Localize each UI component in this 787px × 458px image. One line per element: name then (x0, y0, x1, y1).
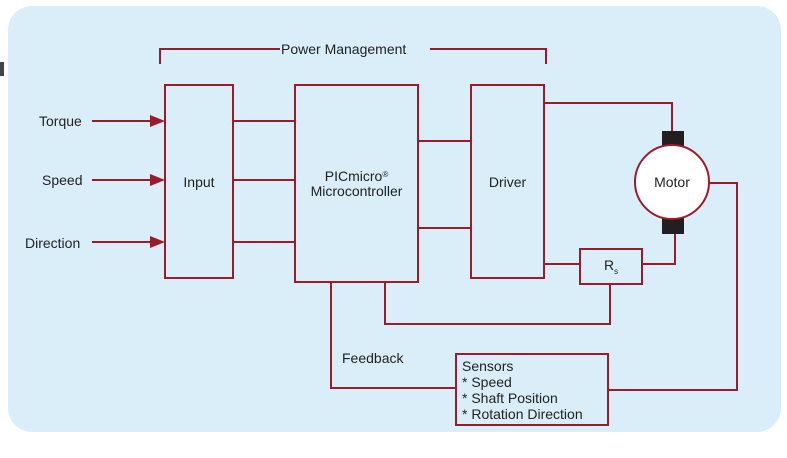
diagram-panel (8, 6, 781, 432)
speed-arrowhead (150, 174, 165, 186)
motor-sensor-wire (609, 182, 738, 391)
feedback-label: Feedback (342, 350, 404, 366)
motor-brush-bottom (662, 218, 684, 234)
sense-resistor-symbol: R (603, 257, 615, 274)
input-block: Input (164, 84, 234, 279)
rs-motor-wire (642, 232, 676, 265)
sensor-item-speed: * Speed (462, 374, 512, 390)
driver-motor-top-wire (544, 102, 673, 133)
left-edge-mark (0, 62, 4, 76)
microcontroller-label: PICmicro® Microcontroller (310, 167, 403, 199)
driver-block-label: Driver (488, 173, 527, 190)
input-block-label: Input (183, 173, 215, 190)
speed-label: Speed (42, 172, 83, 188)
power-management-label: Power Management (281, 41, 407, 57)
direction-label: Direction (25, 235, 81, 251)
microcontroller-name: PICmicro (324, 167, 383, 184)
driver-block: Driver (470, 84, 545, 279)
sense-resistor: Rs (579, 248, 643, 285)
sensor-item-shaft-position: * Shaft Position (462, 390, 558, 406)
sense-resistor-subscript: s (614, 266, 619, 276)
microcontroller-block: PICmicro® Microcontroller (294, 84, 419, 283)
torque-label: Torque (39, 113, 82, 129)
sensors-block: Sensors * Speed * Shaft Position * Rotat… (455, 353, 609, 426)
motor-brush-top (662, 131, 684, 147)
sensors-title: Sensors (462, 358, 514, 374)
torque-arrowhead (150, 115, 165, 127)
sense-resistor-label: Rs (604, 257, 618, 276)
current-sense-wire (384, 283, 611, 325)
feedback-wire (330, 283, 455, 389)
sensor-item-rotation-direction: * Rotation Direction (462, 406, 583, 422)
direction-arrowhead (150, 236, 165, 248)
registered-mark: ® (382, 169, 389, 179)
microcontroller-subtitle: Microcontroller (310, 182, 403, 199)
motor-label: Motor (654, 174, 690, 190)
motor: Motor (634, 144, 710, 220)
